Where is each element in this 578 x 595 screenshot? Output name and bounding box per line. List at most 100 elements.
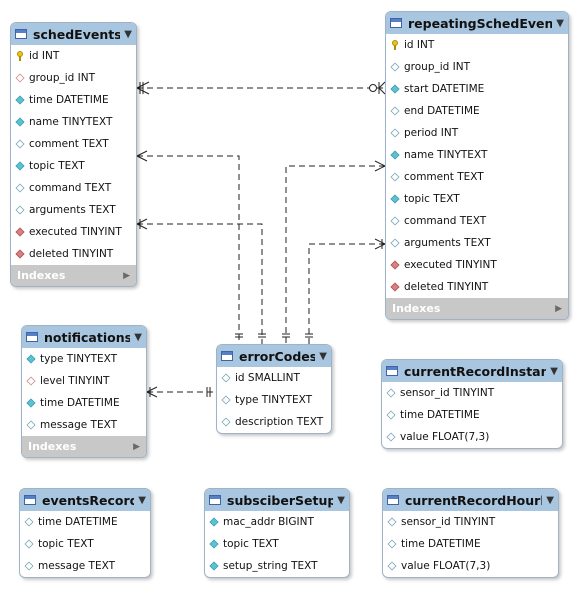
column-label: command TEXT	[404, 215, 487, 227]
table-currentRecordHourly[interactable]: currentRecordHourly ▼ sensor_id TINYINT t…	[382, 488, 559, 578]
column-row[interactable]: value FLOAT(7,3)	[383, 555, 558, 577]
column-row[interactable]: topic TEXT	[386, 188, 568, 210]
column-row[interactable]: comment TEXT	[386, 166, 568, 188]
column-row[interactable]: time DATETIME	[383, 533, 558, 555]
diamond-open-icon	[390, 238, 400, 248]
column-row[interactable]: sensor_id TINYINT	[382, 382, 562, 404]
column-row[interactable]: group_id INT	[386, 56, 568, 78]
column-row[interactable]: time DATETIME	[11, 89, 136, 111]
column-row[interactable]: topic TEXT	[11, 155, 136, 177]
column-row[interactable]: executed TINYINT	[386, 254, 568, 276]
column-label: executed TINYINT	[29, 226, 122, 238]
column-label: time DATETIME	[400, 409, 480, 421]
column-row[interactable]: start DATETIME	[386, 78, 568, 100]
diamond-filled-icon	[26, 354, 36, 364]
column-row[interactable]: time DATETIME	[382, 404, 562, 426]
diamond-filled-icon	[15, 117, 25, 127]
column-row[interactable]: deleted TINYINT	[386, 276, 568, 298]
expand-arrow-icon[interactable]: ▶	[123, 270, 130, 281]
column-row[interactable]: id INT	[11, 45, 136, 67]
column-row[interactable]: end DATETIME	[386, 100, 568, 122]
column-row[interactable]: sensor_id TINYINT	[383, 511, 558, 533]
diamond-filled-icon	[15, 95, 25, 105]
column-row[interactable]: topic TEXT	[205, 533, 349, 555]
table-header[interactable]: currentRecordInstant ▼	[382, 360, 562, 382]
diamond-open-icon	[387, 517, 397, 527]
table-header[interactable]: subsciberSetup ▼	[205, 489, 349, 511]
column-row[interactable]: message TEXT	[20, 555, 150, 577]
column-label: command TEXT	[29, 182, 112, 194]
indexes-section[interactable]: Indexes ▶	[11, 265, 136, 286]
table-header[interactable]: eventsRecord ▼	[20, 489, 150, 511]
column-row[interactable]: name TINYTEXT	[386, 144, 568, 166]
column-row[interactable]: period INT	[386, 122, 568, 144]
indexes-section[interactable]: Indexes ▶	[386, 298, 568, 319]
diamond-open-icon	[387, 561, 397, 571]
collapse-arrow-icon[interactable]: ▼	[556, 17, 564, 29]
column-row[interactable]: group_id INT	[11, 67, 136, 89]
table-header[interactable]: currentRecordHourly ▼	[383, 489, 558, 511]
column-row[interactable]: executed TINYINT	[11, 221, 136, 243]
collapse-arrow-icon[interactable]: ▼	[546, 494, 554, 506]
expand-arrow-icon[interactable]: ▶	[555, 303, 562, 314]
table-header[interactable]: schedEvents ▼	[11, 23, 136, 45]
column-row[interactable]: value FLOAT(7,3)	[382, 426, 562, 448]
column-row[interactable]: deleted TINYINT	[11, 243, 136, 265]
column-row[interactable]: message TEXT	[22, 414, 146, 436]
column-row[interactable]: description TEXT	[217, 411, 331, 433]
column-label: topic TEXT	[404, 193, 460, 205]
column-row[interactable]: time DATETIME	[20, 511, 150, 533]
column-label: setup_string TEXT	[223, 560, 318, 572]
column-row[interactable]: setup_string TEXT	[205, 555, 349, 577]
column-row[interactable]: time DATETIME	[22, 392, 146, 414]
diamond-red-icon	[15, 227, 25, 237]
column-row[interactable]: command TEXT	[386, 210, 568, 232]
diamond-filled-icon	[390, 194, 400, 204]
column-row[interactable]: mac_addr BIGINT	[205, 511, 349, 533]
column-label: value FLOAT(7,3)	[401, 560, 491, 572]
column-label: id INT	[29, 50, 60, 62]
diamond-open-icon	[387, 539, 397, 549]
column-row[interactable]: name TINYTEXT	[11, 111, 136, 133]
column-row[interactable]: id SMALLINT	[217, 367, 331, 389]
column-row[interactable]: arguments TEXT	[386, 232, 568, 254]
diamond-rose-icon	[15, 73, 25, 83]
column-row[interactable]: type TINYTEXT	[22, 348, 146, 370]
indexes-section[interactable]: Indexes ▶	[22, 436, 146, 457]
column-label: time DATETIME	[38, 516, 118, 528]
collapse-arrow-icon[interactable]: ▼	[134, 331, 142, 343]
primary-key-icon	[16, 51, 24, 61]
column-row[interactable]: type TINYTEXT	[217, 389, 331, 411]
diamond-open-icon	[15, 139, 25, 149]
collapse-arrow-icon[interactable]: ▼	[337, 494, 345, 506]
collapse-arrow-icon[interactable]: ▼	[138, 494, 146, 506]
diamond-open-icon	[24, 539, 34, 549]
table-header[interactable]: errorCodes ▼	[217, 345, 331, 367]
collapse-arrow-icon[interactable]: ▼	[124, 28, 132, 40]
collapse-arrow-icon[interactable]: ▼	[319, 350, 327, 362]
collapse-arrow-icon[interactable]: ▼	[550, 365, 558, 377]
table-header[interactable]: repeatingSchedEvents ▼	[386, 12, 568, 34]
column-label: mac_addr BIGINT	[223, 516, 314, 528]
diamond-open-icon	[390, 216, 400, 226]
column-row[interactable]: comment TEXT	[11, 133, 136, 155]
column-row[interactable]: arguments TEXT	[11, 199, 136, 221]
table-header[interactable]: notifications ▼	[22, 326, 146, 348]
expand-arrow-icon[interactable]: ▶	[133, 441, 140, 452]
column-row[interactable]: command TEXT	[11, 177, 136, 199]
table-subsciberSetup[interactable]: subsciberSetup ▼ mac_addr BIGINT topic TE…	[204, 488, 350, 578]
column-row[interactable]: topic TEXT	[20, 533, 150, 555]
column-label: sensor_id TINYINT	[401, 516, 496, 528]
diamond-filled-icon	[390, 84, 400, 94]
table-currentRecordInstant[interactable]: currentRecordInstant ▼ sensor_id TINYINT…	[381, 359, 563, 449]
column-row[interactable]: level TINYINT	[22, 370, 146, 392]
column-row[interactable]: id INT	[386, 34, 568, 56]
